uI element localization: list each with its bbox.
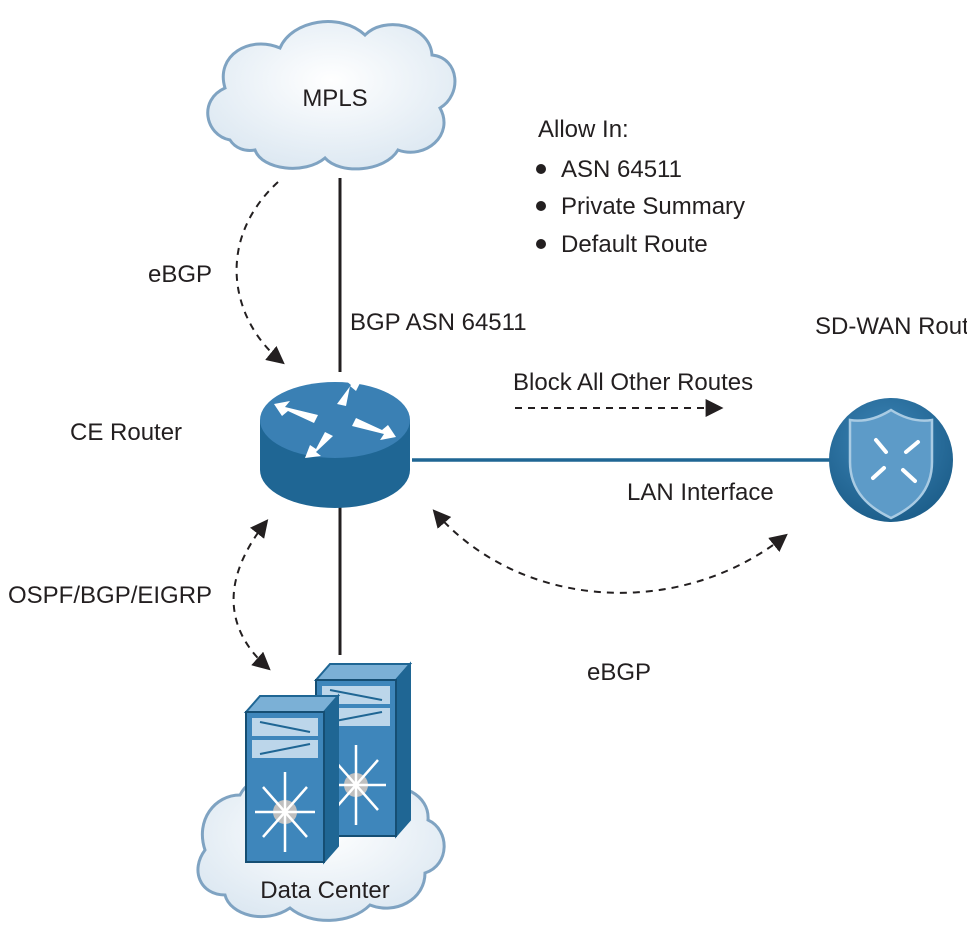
bullet-icon — [536, 164, 546, 174]
ce-router[interactable]: CE Router — [70, 377, 410, 508]
bullet-icon — [536, 239, 546, 249]
shield-router-icon — [848, 408, 934, 520]
block-routes-label: Block All Other Routes — [513, 369, 753, 396]
router-top — [260, 382, 410, 458]
dashed-arrow — [235, 181, 285, 365]
ospf-bgp-eigrp-label: OSPF/BGP/EIGRP — [8, 582, 212, 609]
ebgp-mpls-ce: eBGP — [148, 181, 285, 365]
ce-router-label: CE Router — [70, 419, 182, 446]
block-routes: Block All Other Routes — [513, 369, 753, 417]
ebgp-label-top: eBGP — [148, 261, 212, 288]
ebgp-label-bottom: eBGP — [587, 659, 651, 686]
data-center-label: Data Center — [260, 877, 389, 904]
ebgp-ce-sdwan: eBGP — [432, 509, 788, 686]
cloud-icon — [206, 20, 457, 171]
policy-item: Private Summary — [561, 193, 745, 220]
bullet-icon — [536, 201, 546, 211]
policy-title: Allow In: — [538, 116, 629, 143]
bgp-asn-label: BGP ASN 64511 — [350, 309, 527, 336]
policy-item: Default Route — [561, 231, 708, 258]
mpls-label: MPLS — [302, 85, 367, 112]
dashed-double-arrow — [432, 509, 788, 594]
sdwan-arrows-icon — [871, 438, 920, 483]
lan-interface-label: LAN Interface — [627, 479, 774, 506]
data-center[interactable]: Data Center — [196, 661, 446, 922]
allow-in-policy: Allow In: ASN 64511 Private Summary Defa… — [536, 116, 745, 258]
sdwan-router-label: SD-WAN Router — [815, 313, 967, 340]
switch-stack-icon — [243, 693, 341, 865]
policy-item: ASN 64511 — [561, 156, 682, 183]
routing-ce-dc: OSPF/BGP/EIGRP — [8, 519, 271, 671]
mpls-cloud[interactable]: MPLS — [206, 20, 457, 171]
sdwan-router[interactable]: SD-WAN Router — [815, 313, 967, 522]
router-icon — [274, 377, 396, 458]
dashed-double-arrow — [232, 519, 271, 671]
